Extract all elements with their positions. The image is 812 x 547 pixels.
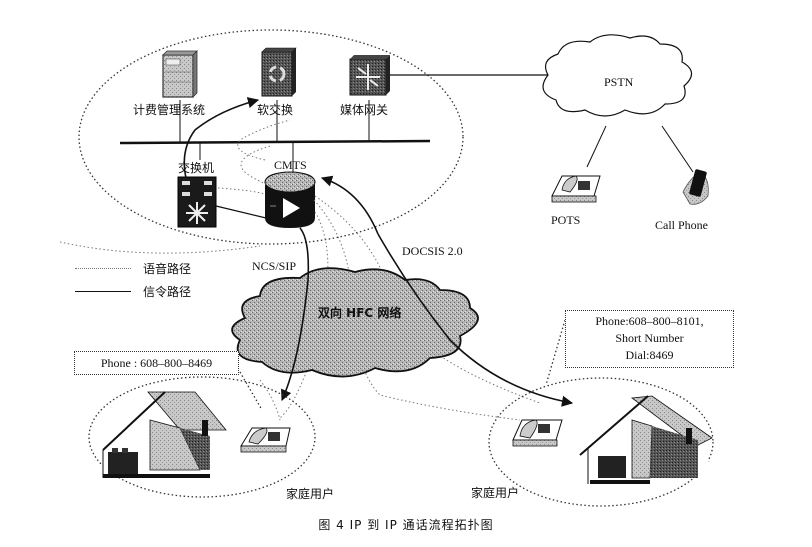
figure-caption: 图 4 IP 到 IP 通话流程拓扑图	[318, 518, 494, 532]
switch-icon	[177, 176, 217, 228]
hfc-cloud	[231, 267, 479, 378]
signal-path-docsis	[320, 175, 379, 235]
ncs-sip-label: NCS/SIP	[252, 259, 297, 273]
home-left-boundary	[88, 376, 316, 498]
voice-path	[59, 241, 261, 254]
legend-signal-label: 信令路径	[143, 285, 192, 299]
softswitch-label: 软交换	[257, 103, 294, 117]
legend-signal-swatch	[75, 291, 131, 292]
pstn-label: PSTN	[604, 75, 634, 89]
legend-voice: 语音路径	[75, 260, 191, 277]
cmts-label: CMTS	[274, 158, 307, 172]
core-bus	[119, 139, 431, 145]
pstn-mobile-link	[661, 125, 694, 173]
media-gateway-label: 媒体网关	[340, 103, 389, 117]
voice-path	[217, 187, 266, 195]
signal-path-docsis-home	[377, 233, 574, 407]
signal-path-softswitch	[183, 97, 260, 179]
mobile-phone-icon	[682, 169, 709, 205]
callout-left-text: Phone : 608–800–8469	[100, 356, 213, 370]
voice-path	[237, 119, 291, 161]
desk-phone-icon	[240, 427, 291, 453]
docsis-label: DOCSIS 2.0	[402, 244, 463, 258]
hfc-label: 双向 HFC 网络	[318, 306, 402, 320]
pstn-cloud	[542, 34, 693, 117]
media-gateway-icon	[349, 55, 390, 96]
pots-label: POTS	[551, 213, 581, 227]
core-network-boundary	[78, 29, 464, 245]
softswitch-icon	[261, 47, 297, 97]
callout-pointer-right	[545, 319, 566, 386]
pstn-pots-link	[586, 125, 607, 168]
callout-pointer-left	[239, 371, 263, 411]
home-right-boundary	[488, 377, 714, 507]
router-icon	[264, 171, 316, 228]
switch-cmts-link	[215, 205, 267, 219]
legend-voice-swatch	[75, 268, 131, 269]
callout-right-line: Phone:608–800–8101,	[595, 314, 704, 328]
legend-voice-label: 语音路径	[143, 262, 192, 276]
signal-path-ncs-sip	[281, 227, 310, 402]
server-icon	[162, 50, 198, 98]
voice-path	[259, 379, 281, 421]
house-icon	[102, 391, 228, 478]
callout-right-line: Short Number	[615, 331, 684, 345]
callout-right-line: Dial:8469	[625, 348, 674, 362]
desk-phone-icon	[551, 175, 601, 203]
legend-signal: 信令路径	[75, 283, 191, 300]
mobile-label: Call Phone	[655, 218, 708, 232]
billing-label: 计费管理系统	[133, 103, 206, 117]
house-icon	[579, 395, 713, 484]
callout-right-phone: Phone:608–800–8101, Short Number Dial:84…	[565, 310, 734, 368]
desk-phone-icon	[512, 419, 563, 447]
home-left-label: 家庭用户	[286, 487, 335, 501]
callout-left-phone: Phone : 608–800–8469	[74, 351, 239, 375]
switch-label: 交换机	[178, 161, 215, 175]
home-right-label: 家庭用户	[471, 486, 520, 500]
